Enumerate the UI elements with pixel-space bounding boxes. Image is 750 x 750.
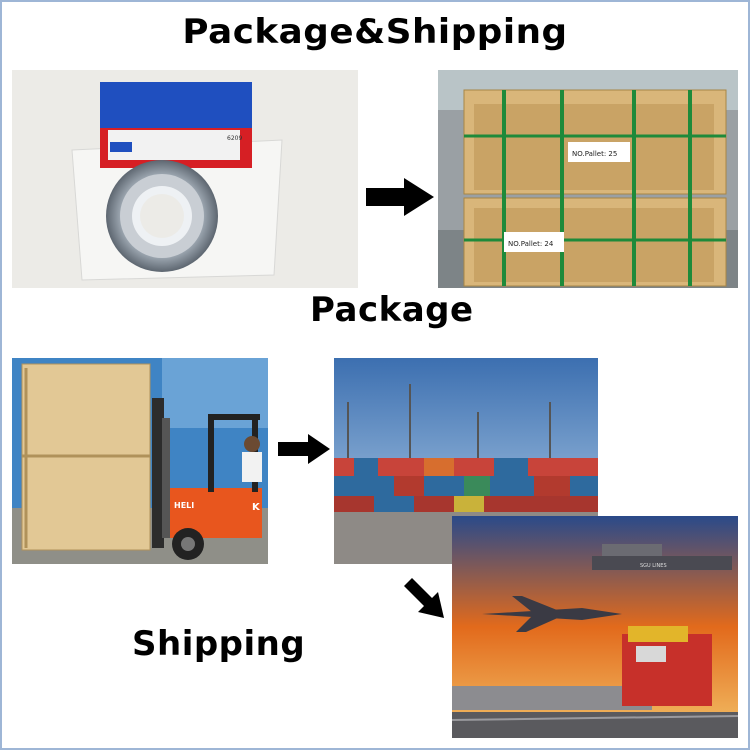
page-title: Package&Shipping (182, 12, 568, 52)
ship-text: SGU LINES (640, 563, 667, 569)
crates-photo: NO.Pallet: 25 NO.Pallet: 24 (438, 70, 738, 288)
crate-label-bottom: NO.Pallet: 24 (508, 240, 554, 248)
forklift-brand: HELI (174, 501, 194, 510)
crate-label-top: NO.Pallet: 25 (572, 150, 617, 158)
bearing-box-photo: 6209 (12, 70, 358, 288)
package-heading: Package (310, 290, 474, 330)
right-arrow-icon (366, 178, 434, 216)
shipping-heading: Shipping (132, 624, 306, 664)
forklift-photo: HELI K (12, 358, 268, 564)
right-arrow-icon (278, 434, 330, 464)
box-label: 6209 (227, 135, 242, 142)
transport-photo: SGU LINES (452, 516, 738, 738)
forklift-model: K (252, 502, 261, 513)
down-right-arrow-icon (400, 574, 448, 622)
